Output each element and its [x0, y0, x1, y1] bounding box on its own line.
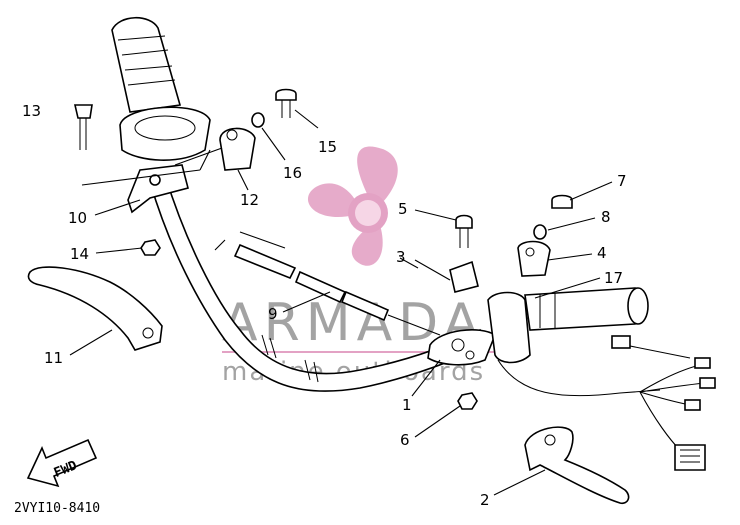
callout-6: 6: [400, 431, 410, 449]
washer-8: [533, 224, 547, 240]
propeller-logo-icon: [307, 146, 398, 266]
callout-7: 7: [617, 172, 627, 190]
nut-14: [140, 239, 161, 256]
block-3: [449, 260, 479, 293]
callout-2: 2: [480, 491, 490, 509]
clutch-lever: [27, 266, 163, 351]
callout-14: 14: [70, 245, 89, 263]
callout-16: 16: [283, 164, 302, 182]
switch-assembly: [174, 127, 256, 171]
brake-lever: [524, 426, 630, 505]
callout-15: 15: [318, 138, 337, 156]
callout-17: 17: [604, 269, 623, 287]
fwd-arrow-icon: FWD: [26, 438, 98, 488]
callout-4: 4: [597, 244, 607, 262]
washer-16: [251, 112, 265, 128]
callout-11: 11: [44, 349, 63, 367]
callout-12: 12: [240, 191, 259, 209]
screw-5: [455, 214, 473, 248]
cable: [214, 231, 441, 336]
callout-1: 1: [402, 396, 412, 414]
callout-3: 3: [396, 248, 406, 266]
screw-15: [275, 88, 297, 118]
diagram-code: 2VYI10-8410: [14, 501, 100, 516]
throttle-grip: [487, 287, 649, 364]
screw-13: [73, 104, 93, 150]
callout-10: 10: [68, 209, 87, 227]
cover-4: [517, 240, 551, 277]
screw-7: [551, 194, 573, 209]
callout-5: 5: [398, 200, 408, 218]
nut-6: [457, 392, 478, 410]
callout-13: 13: [22, 102, 41, 120]
left-grip: [111, 17, 211, 161]
leader-lines: [69, 109, 613, 496]
callout-8: 8: [601, 208, 611, 226]
callout-labels: 1 2 3 4 5 6 7 8 9 10 11 12 13 14 15 16 1…: [22, 102, 627, 509]
wire-harness: [497, 335, 716, 471]
throttle-bracket: [427, 329, 496, 366]
callout-9: 9: [268, 305, 278, 323]
